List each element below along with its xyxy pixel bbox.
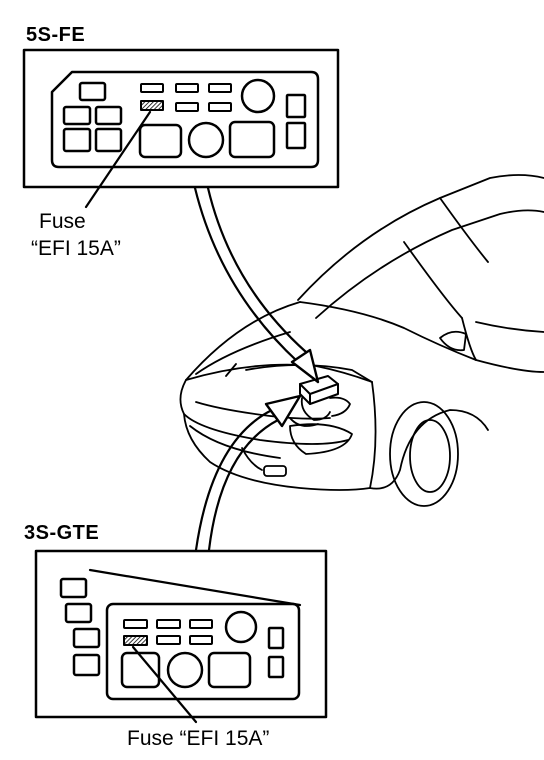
top-engine-label: 5S-FE bbox=[26, 24, 86, 46]
top-fuse-label-line1: Fuse bbox=[39, 210, 86, 233]
bottom-box-fuses bbox=[123, 619, 213, 645]
car-front-illustration bbox=[179, 174, 544, 507]
bottom-efi-fuse-hatched bbox=[123, 635, 148, 646]
bottom-callout-arrow bbox=[194, 394, 302, 552]
bottom-fuse-leader bbox=[131, 645, 198, 724]
top-callout-arrow bbox=[193, 186, 320, 384]
top-box-relays bbox=[62, 78, 307, 159]
top-fuse-leader bbox=[84, 110, 152, 209]
bottom-engine-label: 3S-GTE bbox=[24, 522, 100, 544]
bottom-box-relays bbox=[120, 610, 285, 689]
top-box-fuses bbox=[140, 83, 232, 112]
top-efi-fuse-hatched bbox=[140, 100, 164, 111]
bottom-box-outer-relays bbox=[59, 577, 101, 677]
top-relay-box-panel bbox=[22, 48, 340, 209]
bottom-fuse-label: Fuse “EFI 15A” bbox=[127, 727, 270, 750]
bottom-relay-box-panel bbox=[34, 549, 328, 724]
top-fuse-label-line2: “EFI 15A” bbox=[31, 237, 121, 260]
